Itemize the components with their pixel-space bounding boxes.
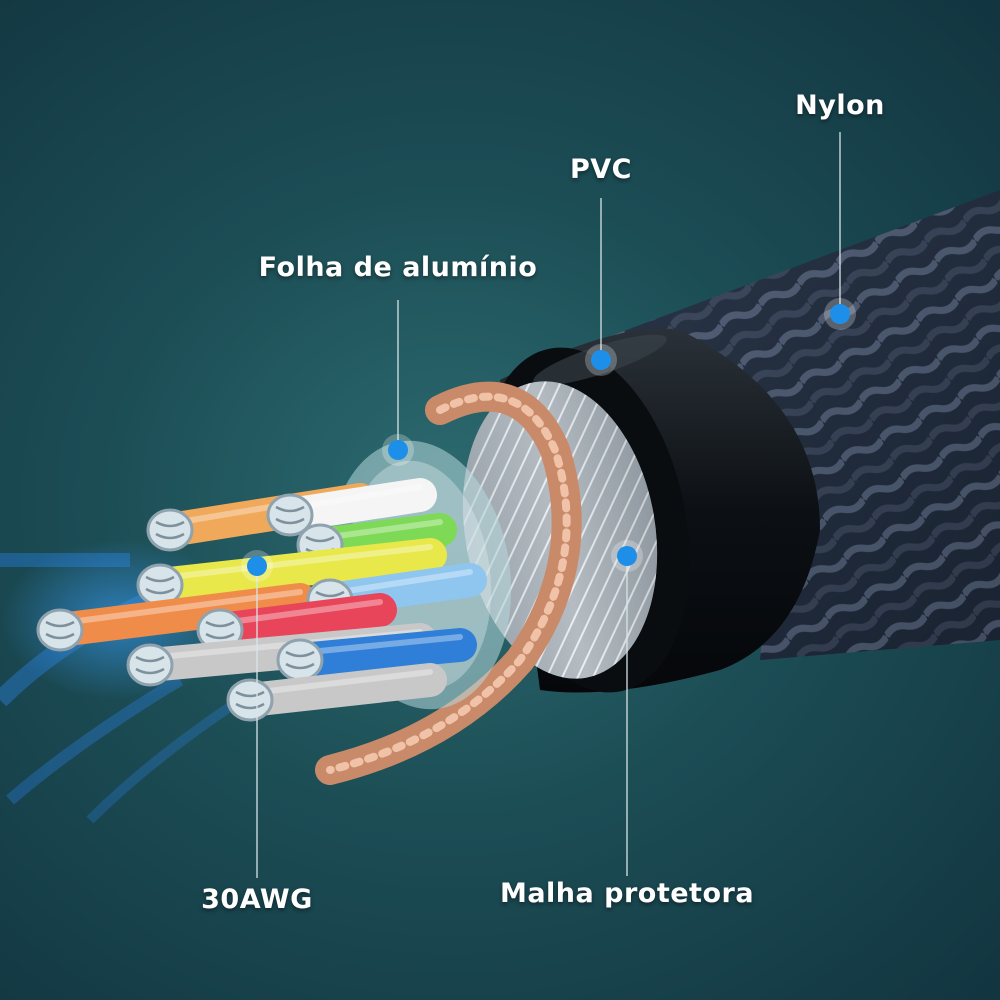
copper-drain-wire (315, 381, 582, 785)
wire-strand-tip (36, 608, 84, 652)
marker-nylon (830, 304, 850, 324)
wire-highlight (327, 519, 443, 540)
label-foil: Folha de alumínio (258, 252, 538, 283)
label-pvc: PVC (570, 154, 632, 185)
wire-highlight (67, 589, 303, 625)
wire-highlight (167, 544, 433, 580)
label-mesh: Malha protetora (499, 878, 755, 909)
marker-foil (388, 440, 408, 460)
wire-strand-twist (155, 520, 185, 540)
wire-strand-twist (205, 620, 235, 640)
marker-pvc (591, 350, 611, 370)
wire-highlight (307, 634, 463, 655)
wire-strand-twist (285, 650, 315, 670)
wire-insulation (203, 593, 397, 647)
wire-strand-tip (276, 638, 324, 682)
wire-strand-tip (226, 678, 274, 722)
wire-strand-tip (266, 493, 314, 537)
wire-insulation (143, 538, 447, 602)
leader-lines (256, 132, 841, 878)
wire-strand-twist (135, 655, 165, 675)
wire-highlight (297, 484, 423, 510)
wire-insulation (233, 663, 447, 717)
nylon-braid-jacket (600, 190, 1000, 660)
marker-awg (247, 556, 267, 576)
label-awg: 30AWG (201, 884, 313, 915)
label-nylon: Nylon (795, 90, 885, 121)
wire-insulation (43, 583, 317, 647)
markers (241, 298, 856, 582)
wire-highlight (337, 569, 473, 595)
wire-highlight (227, 599, 383, 625)
wire-insulation (283, 628, 477, 677)
wire-strand-twist (45, 620, 75, 640)
wire-strand-twist (145, 575, 175, 595)
marker-mesh (617, 546, 637, 566)
wire-highlight (257, 669, 433, 695)
wire-strand-tip (126, 643, 174, 687)
conductor-wires (36, 478, 487, 722)
wire-strand-tip (146, 508, 194, 552)
wire-strand-twist (275, 505, 305, 525)
wire-strand-twist (235, 690, 265, 710)
